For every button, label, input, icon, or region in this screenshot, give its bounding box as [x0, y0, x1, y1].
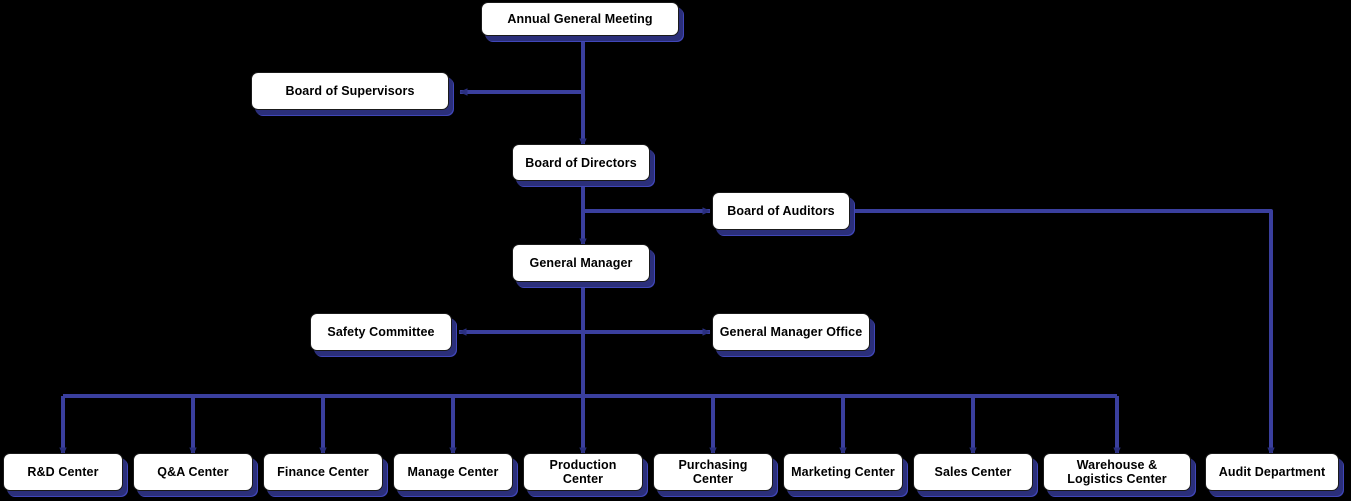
- node-general-manager[interactable]: General Manager: [512, 244, 650, 282]
- node-safety-committee[interactable]: Safety Committee: [310, 313, 452, 351]
- edge-auditors-audit-dept: [851, 209, 1275, 456]
- node-annual-general-meeting[interactable]: Annual General Meeting: [481, 2, 679, 36]
- node-manage-center[interactable]: Manage Center: [393, 453, 513, 491]
- node-production-center[interactable]: Production Center: [523, 453, 643, 491]
- node-board-of-auditors[interactable]: Board of Auditors: [712, 192, 850, 230]
- node-marketing-center[interactable]: Marketing Center: [783, 453, 903, 491]
- node-qa-center[interactable]: Q&A Center: [133, 453, 253, 491]
- node-rd-center[interactable]: R&D Center: [3, 453, 123, 491]
- node-general-manager-office[interactable]: General Manager Office: [712, 313, 870, 351]
- node-sales-center[interactable]: Sales Center: [913, 453, 1033, 491]
- node-audit-department[interactable]: Audit Department: [1205, 453, 1339, 491]
- node-warehouse-logistics-center[interactable]: Warehouse & Logistics Center: [1043, 453, 1191, 491]
- node-board-of-supervisors[interactable]: Board of Supervisors: [251, 72, 449, 110]
- node-purchasing-center[interactable]: Purchasing Center: [653, 453, 773, 491]
- node-finance-center[interactable]: Finance Center: [263, 453, 383, 491]
- node-board-of-directors[interactable]: Board of Directors: [512, 144, 650, 181]
